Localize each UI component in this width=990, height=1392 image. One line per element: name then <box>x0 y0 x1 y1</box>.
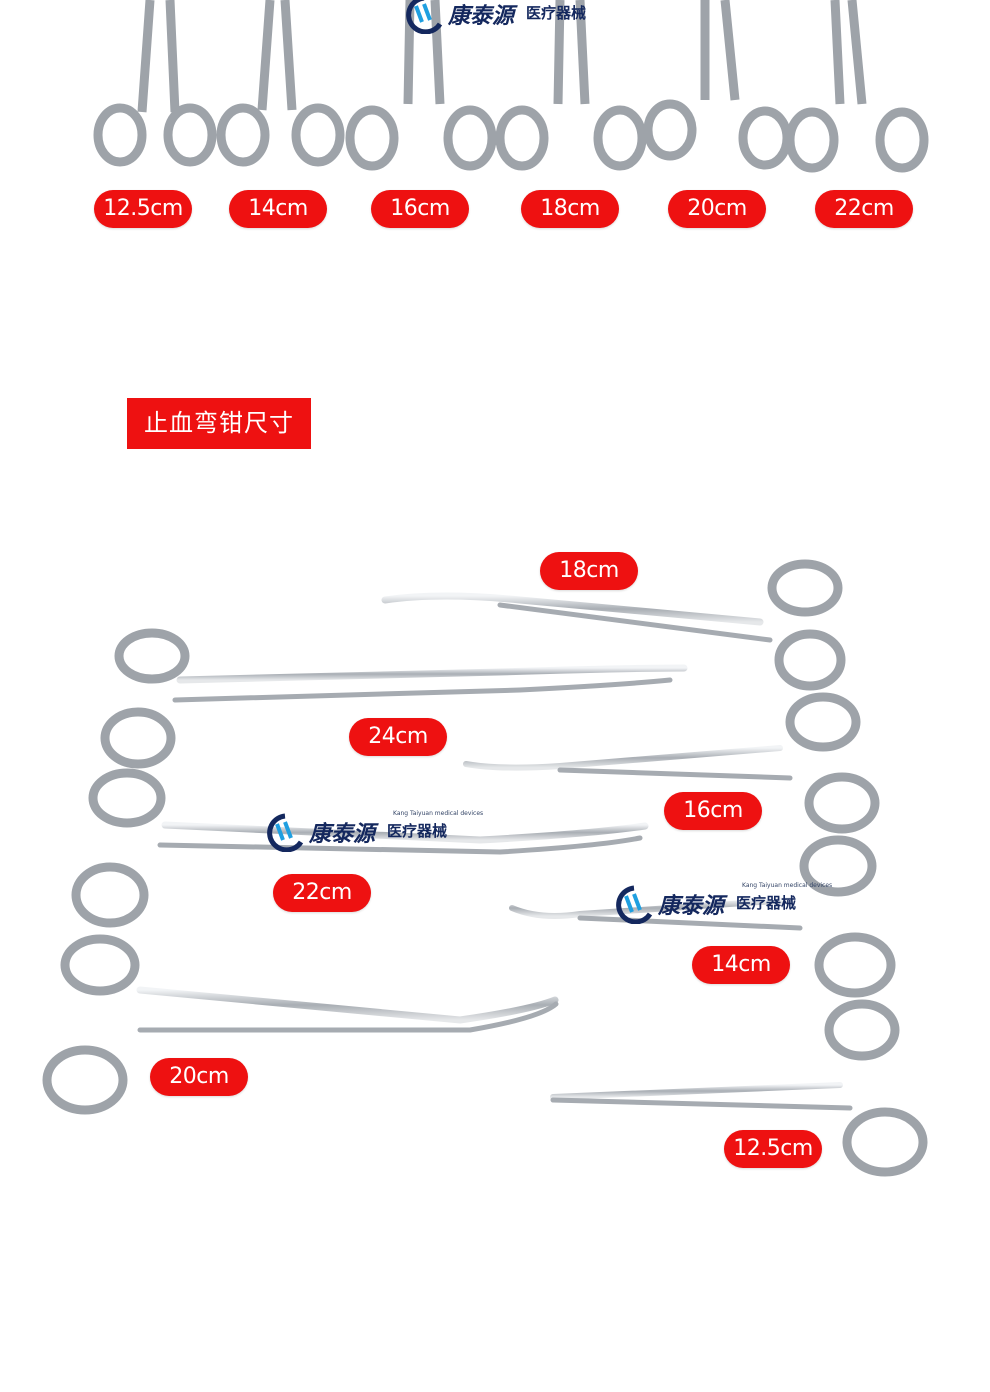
forceps-22-curved <box>71 768 649 928</box>
forceps-12-5-curved <box>550 999 928 1177</box>
size-pill-22: 22cm <box>815 190 913 228</box>
bottom-forceps <box>42 559 928 1177</box>
label-20cm: 20cm <box>150 1058 248 1096</box>
brand-mark-icon <box>616 885 653 924</box>
brand-logo-top: 康泰源 医疗器械 <box>402 0 612 34</box>
forceps-20 <box>643 0 792 170</box>
brand-mark-icon <box>406 0 443 34</box>
brand-subtitle: 医疗器械 <box>526 4 587 22</box>
forceps-12-5 <box>93 0 217 167</box>
forceps-20-curved <box>42 934 559 1115</box>
brand-name: 康泰源 <box>309 821 376 847</box>
label-16cm: 16cm <box>664 792 762 830</box>
size-pill-18: 18cm <box>521 190 619 228</box>
label-12-5cm: 12.5cm <box>724 1130 822 1168</box>
section-title: 止血弯钳尺寸 <box>127 398 311 449</box>
brand-tagline: Kang Taiyuan medical devices <box>393 810 484 817</box>
size-pill-12-5: 12.5cm <box>94 190 192 228</box>
top-forceps-row <box>93 0 929 173</box>
forceps-14 <box>216 0 345 167</box>
brand-tagline: Kang Taiyuan medical devices <box>742 882 833 889</box>
brand-name: 康泰源 <box>448 3 515 29</box>
forceps-18 <box>495 0 647 171</box>
brand-logo-right: Kang Taiyuan medical devices 康泰源 医疗器械 <box>612 882 832 924</box>
size-pill-16: 16cm <box>371 190 469 228</box>
forceps-18-curved <box>381 559 846 691</box>
forceps-14-curved <box>509 835 896 998</box>
forceps-16-curved <box>463 692 880 834</box>
label-22cm: 22cm <box>273 874 371 912</box>
forceps-16 <box>345 0 497 171</box>
brand-subtitle: 医疗器械 <box>736 894 797 912</box>
label-24cm: 24cm <box>349 718 447 756</box>
brand-mark-icon <box>267 813 304 852</box>
label-18cm: 18cm <box>540 552 638 590</box>
size-pill-14: 14cm <box>229 190 327 228</box>
brand-logo-middle: Kang Taiyuan medical devices 康泰源 医疗器械 <box>263 810 483 852</box>
brand-subtitle: 医疗器械 <box>387 822 448 840</box>
forceps-24-curved <box>100 628 688 769</box>
brand-name: 康泰源 <box>658 893 725 919</box>
label-14cm: 14cm <box>692 946 790 984</box>
size-pill-20: 20cm <box>668 190 766 228</box>
forceps-22 <box>785 0 929 173</box>
